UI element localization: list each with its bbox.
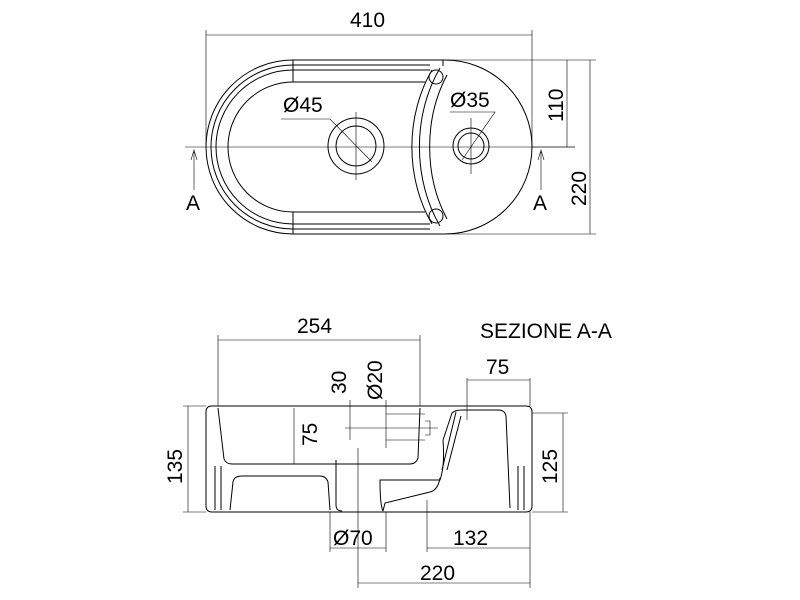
leader-d45 [281,118,373,163]
dim-75-top [466,378,531,420]
hole-small-label: Ø35 [450,89,490,112]
support-feet [214,466,525,510]
drain-body [335,409,511,512]
dim-135 [183,405,206,513]
dim-d70-label: Ø70 [333,527,373,550]
dim-75-top-label: 75 [486,356,509,379]
section-mark-left: A [186,192,200,215]
dim-254 [217,335,421,406]
base-cavity [229,475,331,511]
overflow-axis [345,400,438,530]
corner-knob-top [428,69,444,85]
leader-d35 [450,111,496,161]
dim-d20-label: Ø20 [364,360,387,400]
corner-knob-bottom [428,208,444,224]
dim-125 [532,412,568,513]
section-mark-right: A [533,192,547,215]
dim-135-label: 135 [164,449,187,484]
dim-254-label: 254 [297,315,332,338]
section-view: SEZIONE A-A 254 75 135 125 75 30 Ø20 Ø70… [164,315,612,588]
hole-large-label: Ø45 [283,94,323,117]
top-view: Ø45 Ø35 410 110 220 A A [185,9,596,235]
section-arrow-right [537,148,545,190]
dim-125-label: 125 [539,449,562,484]
dim-220-label: 220 [568,171,591,206]
section-outline [205,405,533,513]
dim-30-label: 30 [328,371,351,394]
dim-110-label: 110 [545,89,568,122]
dim-vertical [445,59,596,235]
bowl-interior [217,407,421,465]
section-title: SEZIONE A-A [480,320,612,343]
dim-410 [205,30,533,147]
dim-220-section-label: 220 [420,562,455,585]
dim-75-inner-label: 75 [299,423,322,446]
dim-410-label: 410 [350,9,385,32]
section-arrow-left [190,148,198,190]
overflow-channel [382,411,462,512]
dim-132 [426,500,531,588]
dim-220-section [357,530,530,588]
dim-132-label: 132 [453,527,488,550]
